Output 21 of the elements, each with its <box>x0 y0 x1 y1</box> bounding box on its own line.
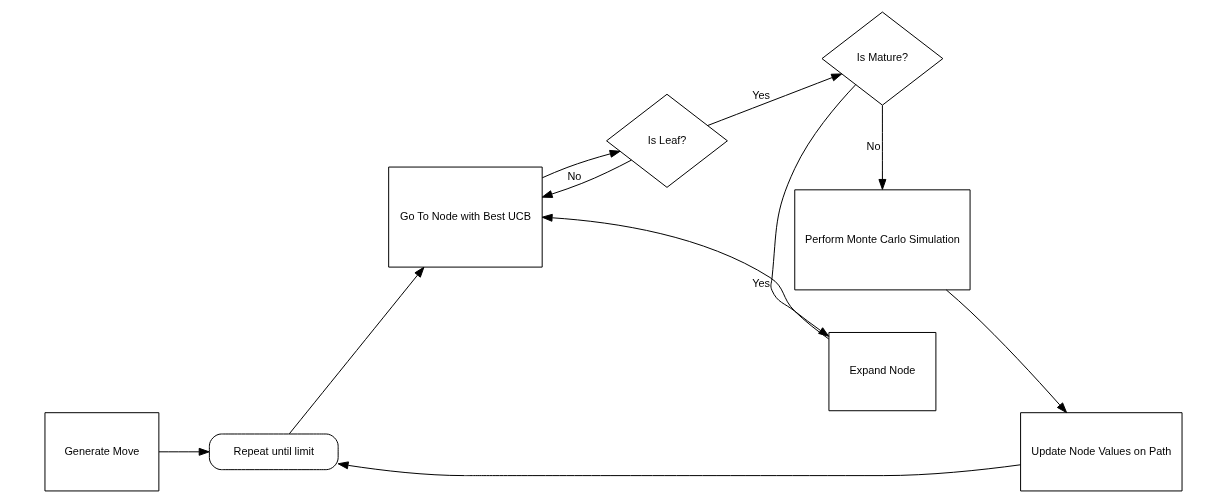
arrow <box>706 73 842 127</box>
arrow <box>541 149 621 179</box>
edge-label: No <box>866 140 880 153</box>
arrow <box>158 447 210 456</box>
node-box: Perform Monte Carlo Simulation <box>793 189 971 291</box>
node-diamond: Is Mature? <box>821 11 943 106</box>
arrow <box>288 266 424 435</box>
arrow <box>541 213 829 340</box>
edge-label: Yes <box>751 89 770 102</box>
node-box: Go To Node with Best UCB <box>387 166 543 268</box>
arrow <box>769 84 856 337</box>
arrow <box>541 159 632 198</box>
node-box: Repeat until limit <box>208 433 339 471</box>
edge-label: Yes <box>751 277 770 290</box>
arrow <box>337 461 1021 477</box>
arrow <box>945 289 1067 414</box>
edge-label: No <box>566 170 581 183</box>
node-box: Expand Node <box>827 331 936 412</box>
node-box: Update Node Values on Path <box>1019 412 1183 492</box>
node-box: Generate Move <box>43 412 159 492</box>
arrow <box>877 104 886 190</box>
